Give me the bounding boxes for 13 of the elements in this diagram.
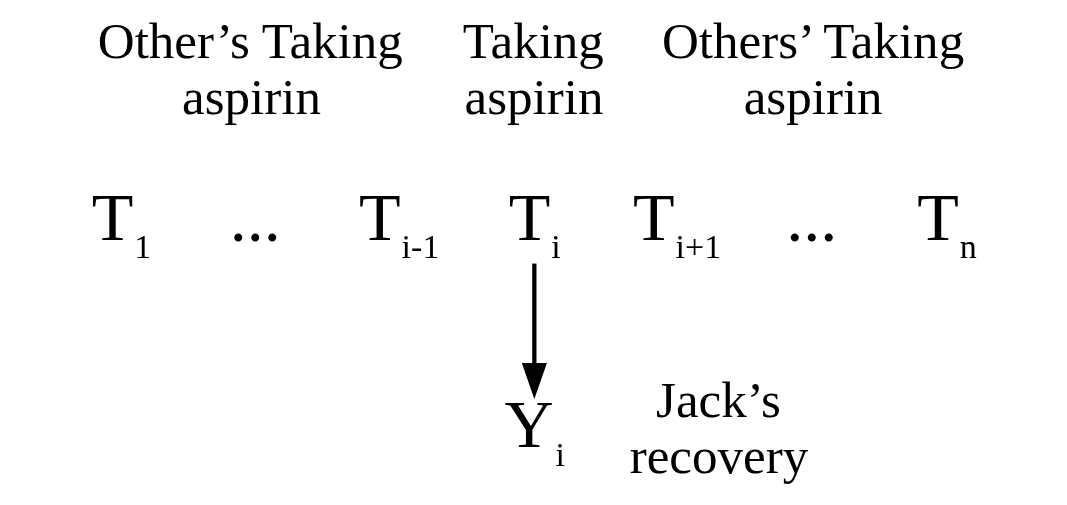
node-label: Taking aspirin bbox=[462, 11, 604, 125]
label: T$_{n}$ bbox=[917, 178, 977, 266]
node-text: T$_{i}$ bbox=[508, 178, 561, 266]
node-label: Jack’s recovery bbox=[629, 370, 809, 484]
label: T$_{i+1}$ bbox=[633, 178, 722, 266]
label: T$_{1}$ bbox=[91, 178, 152, 266]
label: ... bbox=[786, 180, 838, 257]
node-text: Y$_{i}$ bbox=[504, 386, 566, 473]
label: Other’s Taking aspirin bbox=[97, 11, 403, 125]
label: ... bbox=[229, 180, 281, 257]
label: Others’ Taking aspirin bbox=[662, 11, 965, 125]
arrow bbox=[521, 263, 547, 399]
label: T$_{i-1}$ bbox=[359, 178, 440, 266]
